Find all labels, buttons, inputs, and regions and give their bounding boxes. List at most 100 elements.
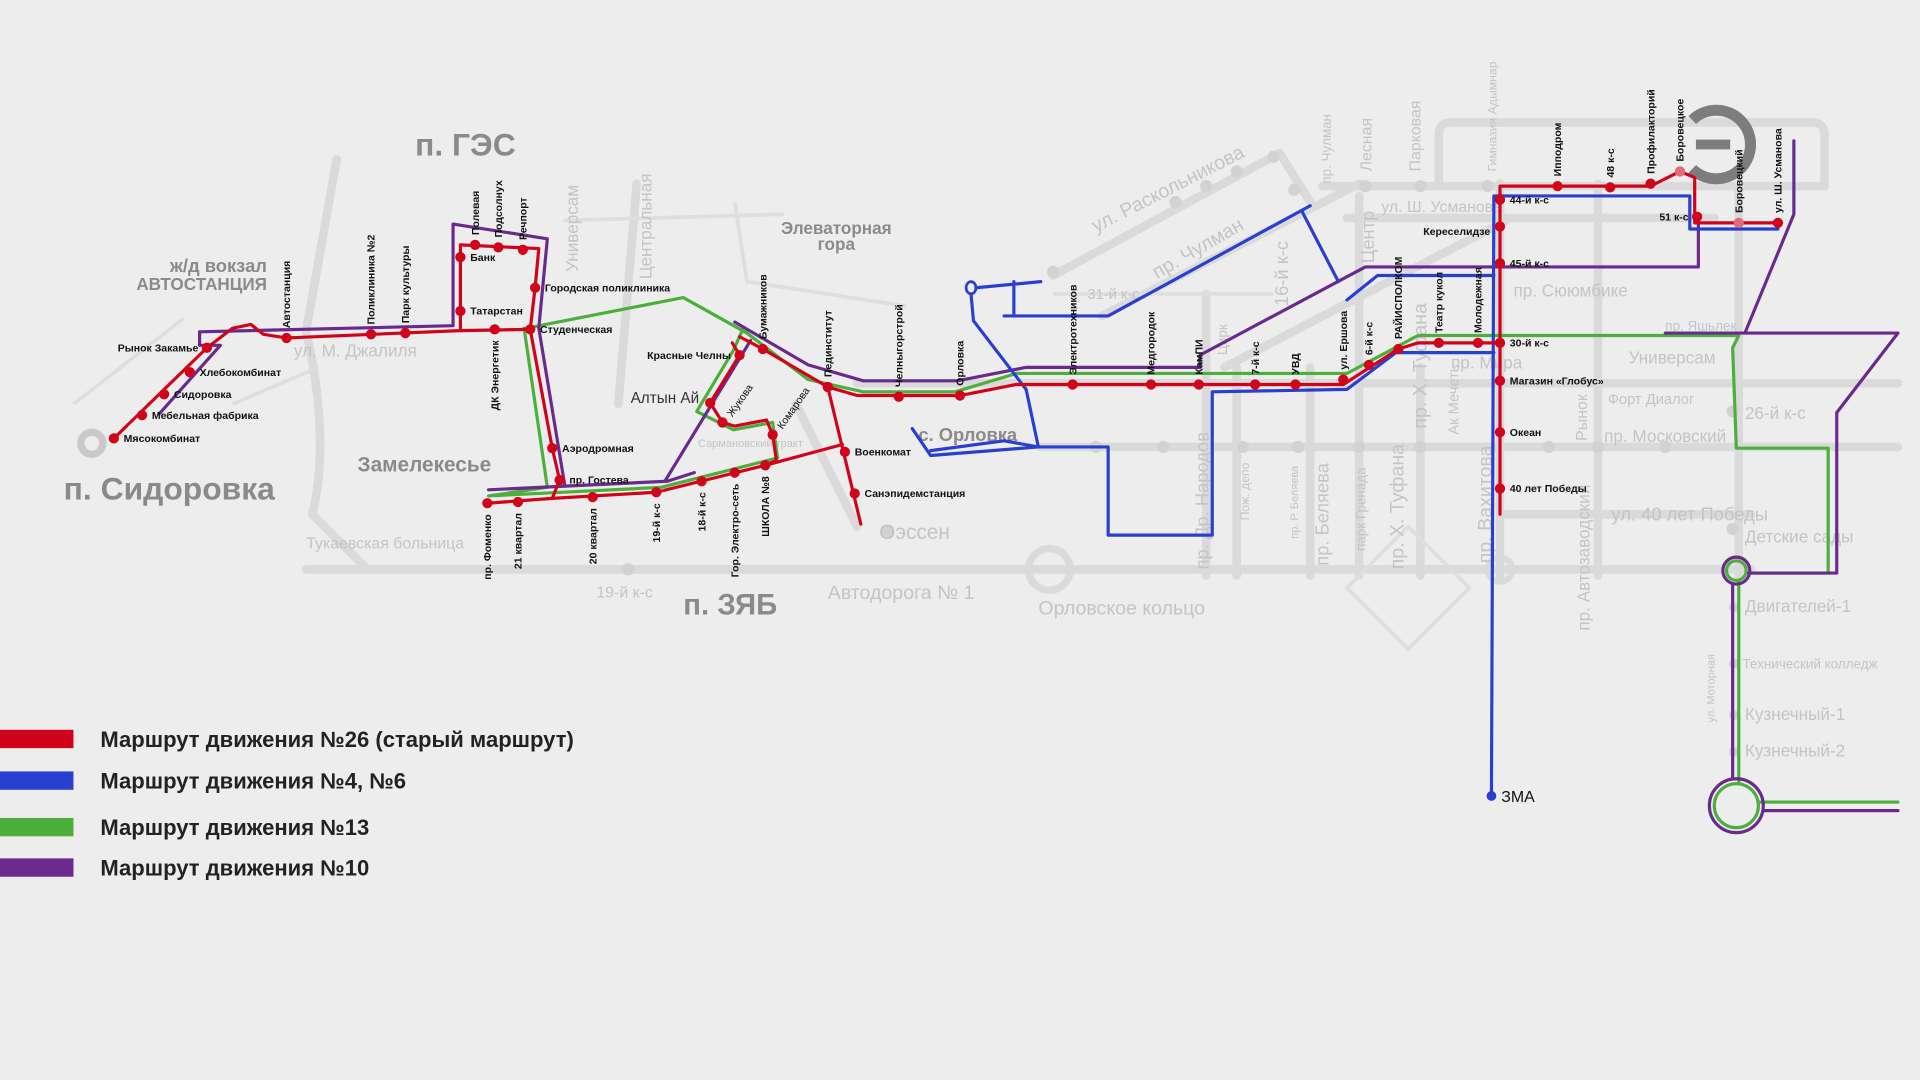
stop-marker[interactable] [1552,180,1563,192]
street-label: пр. Сююмбике [1513,280,1627,300]
stop-label: Студенческая [540,324,612,336]
stop-marker[interactable] [729,467,740,478]
stop-marker[interactable] [455,305,466,317]
stop-label: Профилакторий [1645,89,1657,174]
stop-marker[interactable] [281,332,292,344]
area-label: с. Орловка [918,424,1018,445]
stop-marker[interactable] [839,446,851,457]
stop-marker[interactable] [1145,379,1157,390]
route-4-6: ЗМА [910,194,1780,806]
street-label: Тукаевская больница [306,536,464,553]
stop-marker[interactable] [587,492,598,503]
stop-marker[interactable] [547,443,558,454]
stop-marker[interactable] [1433,337,1444,348]
area-label: гора [818,234,856,254]
stop-marker[interactable] [554,474,565,486]
stop-marker[interactable] [482,498,493,509]
stop-marker[interactable] [184,367,195,378]
stop-marker[interactable] [525,324,536,335]
area-label: Элеваторная [781,218,892,238]
stop-marker[interactable] [1393,343,1404,355]
stop-marker[interactable] [1494,221,1506,232]
street-label: Лесная [1358,118,1375,171]
stop-label: Кереселидзе [1423,226,1490,238]
stop-marker[interactable] [489,324,500,335]
stop-marker[interactable] [1494,258,1506,269]
stop-marker[interactable] [1772,217,1784,228]
stop-marker[interactable] [517,244,528,255]
street-label: Оэссен [879,521,950,544]
stop-marker[interactable] [1494,375,1506,386]
stop-marker[interactable] [696,476,707,487]
stop-marker[interactable] [734,349,745,361]
stop-marker[interactable] [158,389,170,400]
stop-label: 45-й к-с [1510,258,1549,270]
stop-marker[interactable] [1494,483,1506,494]
stop-label: Подсолнух [493,180,505,237]
stop-marker[interactable] [767,429,778,440]
stop-marker[interactable] [1494,427,1506,438]
street-label: ул. 40 лет Победы [1611,503,1767,524]
stop-marker[interactable] [1338,374,1349,385]
stop-marker[interactable] [757,343,768,355]
stop-marker[interactable] [136,409,148,421]
stop-marker[interactable] [822,381,833,393]
stop-label: Магазин «Глобус» [1510,375,1604,387]
stop-label: УВД [1290,353,1302,375]
stop-marker[interactable] [1494,194,1506,205]
stop-marker[interactable] [469,239,481,251]
area-label: АВТОСТАНЦИЯ [136,274,267,294]
stop-label: Мебельная фабрика [152,410,259,422]
stop-marker[interactable] [493,242,504,253]
stop-label: РАЙИСПОЛКОМ [1392,256,1405,339]
stop-marker[interactable] [1494,337,1506,348]
stop-label: 18-й к-с [696,492,708,531]
stop-marker[interactable] [1733,217,1744,228]
street-label: Пож. депо [1238,462,1252,520]
stop-marker[interactable] [201,342,213,353]
stop-marker[interactable] [1472,337,1484,348]
stop-marker[interactable] [893,391,904,402]
stop-marker[interactable] [705,397,716,408]
stop-marker[interactable] [954,390,966,401]
stop-label: КамПИ [1193,339,1205,374]
area-labels: п. ГЭС ж/д вокзал АВТОСТАНЦИЯ п. Сидоров… [64,127,1018,622]
street-label: ул. Моторная [1705,654,1717,722]
stop-marker[interactable] [1674,166,1686,177]
street-label: 16-й к-с [1271,241,1292,306]
stop-marker[interactable] [1363,359,1375,371]
stop-marker[interactable] [108,433,120,444]
stop-label: Городская поликлиника [545,282,670,294]
stop-label: ДК Энергетик [489,340,501,411]
street-label: пр. Мира [1451,353,1523,373]
stop-marker[interactable] [1193,379,1204,390]
stop-marker[interactable] [849,488,860,499]
stop-marker[interactable] [365,329,377,340]
stop-marker[interactable] [1605,182,1616,193]
street-label: пр. Др. Народов [1192,432,1213,569]
legend-swatch [0,729,74,749]
stop-label: 48 к-с [1605,148,1617,177]
stop-label: Автостанция [281,261,293,328]
stop-marker[interactable] [1290,379,1301,390]
street-label: пр. Р. Беляева [1289,465,1301,539]
stop-marker[interactable] [455,252,466,263]
stop-label: 40 лет Победы [1510,483,1587,495]
stop-marker[interactable] [760,460,771,471]
street-label: Технический колледж [1742,657,1877,672]
stop-marker[interactable] [1692,211,1703,222]
stop-marker[interactable] [717,417,728,428]
stop-marker[interactable] [1249,379,1261,390]
stop-marker[interactable] [512,496,524,508]
stop-marker[interactable] [529,282,541,293]
stop-marker[interactable] [400,327,411,339]
stop-label: 20 квартал [587,508,599,564]
stop-marker[interactable] [651,487,662,498]
stop-marker[interactable] [1067,379,1078,390]
street-label: Парковая [1407,101,1424,172]
street-label: Форт Диалог [1608,392,1695,408]
stop-marker[interactable] [1645,178,1656,189]
street-label: пр. Московский [1604,426,1726,446]
stop-label: ул. Ершова [1338,311,1350,370]
